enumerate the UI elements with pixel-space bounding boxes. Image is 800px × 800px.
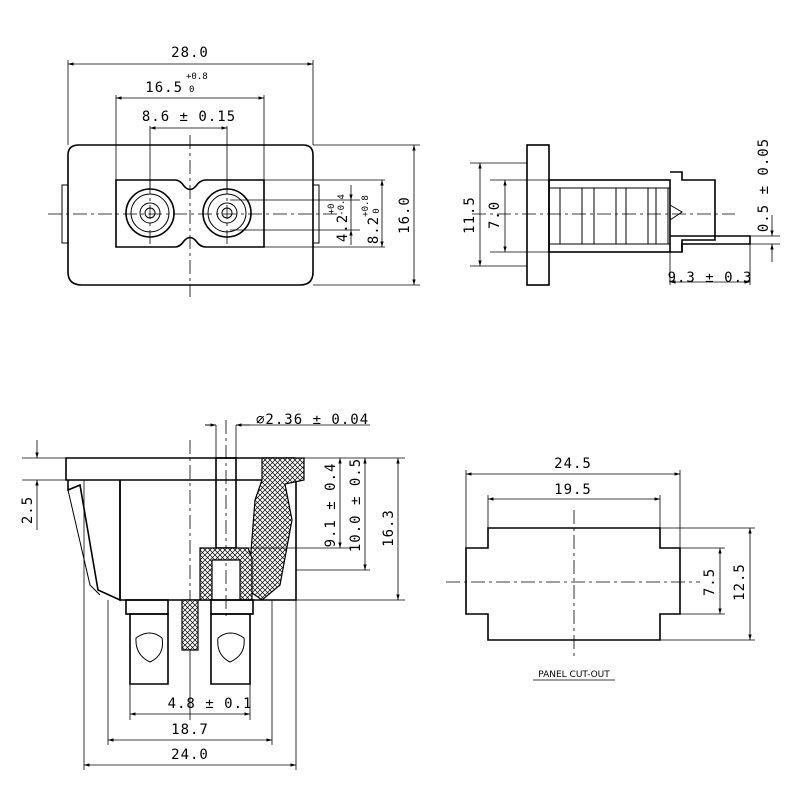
dim-pin-spacing: 8.6 ± 0.15 <box>142 109 236 125</box>
dim-slot-tol-upper: +0.8 <box>361 195 371 217</box>
dim-flange-thickness: 2.5 <box>20 496 36 524</box>
panel-cutout-view: 24.5 19.5 7.5 12.5 PANEL CUT-OUT <box>446 456 755 681</box>
dim-terminal-depth: 9.3 ± 0.3 <box>668 270 753 286</box>
panel-cutout-label: PANEL CUT-OUT <box>538 670 610 680</box>
dim-slot-height: 8.2 <box>366 216 382 244</box>
dim-terminal-span: 18.7 <box>171 722 209 738</box>
dim-cutout-width: 24.5 <box>554 456 592 472</box>
dim-total-depth: 16.3 <box>381 509 397 547</box>
dim-pin-length: 9.1 ± 0.4 <box>323 463 339 548</box>
dim-cutout-height: 12.5 <box>732 563 748 601</box>
dim-pin-outer-tol-upper: +0.8 <box>186 72 208 82</box>
dim-neck-tol-lower: -0.4 <box>337 194 347 216</box>
dim-pin-outer-tol-lower: 0 <box>189 85 194 95</box>
dim-body-depth: 10.0 ± 0.5 <box>348 458 364 552</box>
dim-neck-height: 4.2 <box>335 214 351 242</box>
section-view: ⌀2.36 ± 0.04 2.5 9.1 ± 0.4 10.0 ± 0.5 16… <box>20 412 405 770</box>
dim-height: 16.0 <box>397 196 413 234</box>
dim-body-height: 7.0 <box>487 201 503 229</box>
dim-flange-height: 11.5 <box>462 196 478 234</box>
dim-terminal-spacing: 4.8 ± 0.1 <box>168 696 253 712</box>
dim-neck-tol-upper: +0 <box>327 204 337 215</box>
dim-cutout-inner-width: 19.5 <box>554 482 592 498</box>
dim-pin-outer: 16.5 <box>145 80 183 96</box>
dim-slot-tol-lower: 0 <box>372 208 382 213</box>
dim-terminal-thickness: 0.5 ± 0.05 <box>756 138 772 232</box>
side-view: 11.5 7.0 0.5 ± 0.05 9.3 ± 0.3 <box>462 138 780 286</box>
front-view: 28.0 16.5 +0.8 0 8.6 ± 0.15 16.0 8.2 +0.… <box>48 45 420 297</box>
dim-overall-width: 28.0 <box>171 45 209 61</box>
dim-pin-diameter: ⌀2.36 ± 0.04 <box>256 412 369 428</box>
dim-section-overall-width: 24.0 <box>171 747 209 763</box>
dim-cutout-notch-height: 7.5 <box>702 568 718 596</box>
